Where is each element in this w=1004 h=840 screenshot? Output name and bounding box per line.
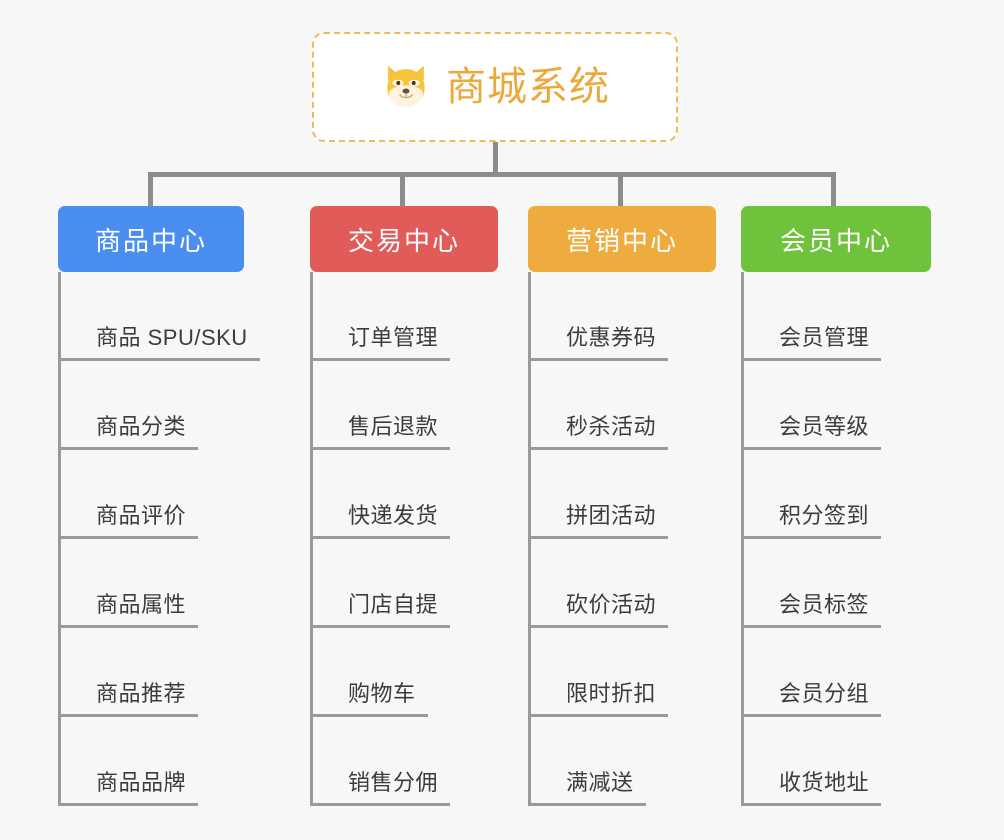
list-item[interactable]: 商品 SPU/SKU [58,272,280,361]
list-item[interactable]: 商品分类 [58,361,280,450]
list-item[interactable]: 快递发货 [310,450,532,539]
leaf-label: 积分签到 [741,498,882,539]
list-item[interactable]: 商品属性 [58,539,280,628]
leaf-label: 售后退款 [310,409,451,450]
leaf-label: 商品评价 [58,498,199,539]
branch-label-0: 商品中心 [94,225,207,256]
leaf-label: 满减送 [528,765,646,806]
branch-header-3[interactable]: 会员中心 [741,206,931,272]
list-item[interactable]: 门店自提 [310,539,532,628]
branch-column-0: 商品中心 商品 SPU/SKU 商品分类 商品评价 商品属性 商品推荐 商品品牌 [58,206,280,806]
leaf-label: 会员分组 [741,676,882,717]
leaf-label: 秒杀活动 [528,409,669,450]
leaf-label: 商品 SPU/SKU [58,320,260,361]
leaf-label: 收货地址 [741,765,882,806]
branch-column-1: 交易中心 订单管理 售后退款 快递发货 门店自提 购物车 销售分佣 [310,206,532,806]
list-item[interactable]: 满减送 [528,717,750,806]
list-item[interactable]: 收货地址 [741,717,963,806]
list-item[interactable]: 秒杀活动 [528,361,750,450]
leaf-label: 门店自提 [310,587,451,628]
list-item[interactable]: 拼团活动 [528,450,750,539]
leaf-list-3: 会员管理 会员等级 积分签到 会员标签 会员分组 收货地址 [741,272,963,806]
list-item[interactable]: 积分签到 [741,450,963,539]
leaf-label: 会员标签 [741,587,882,628]
connector-drop-0 [148,172,153,208]
list-item[interactable]: 砍价活动 [528,539,750,628]
list-item[interactable]: 销售分佣 [310,717,532,806]
leaf-list-2: 优惠券码 秒杀活动 拼团活动 砍价活动 限时折扣 满减送 [528,272,750,806]
leaf-label: 商品推荐 [58,676,199,717]
leaf-label: 商品属性 [58,587,199,628]
shiba-dog-face-icon [387,65,425,107]
branch-label-1: 交易中心 [347,225,460,256]
list-item[interactable]: 会员标签 [741,539,963,628]
list-item[interactable]: 限时折扣 [528,628,750,717]
list-item[interactable]: 会员等级 [741,361,963,450]
list-item[interactable]: 会员分组 [741,628,963,717]
branch-column-2: 营销中心 优惠券码 秒杀活动 拼团活动 砍价活动 限时折扣 满减送 [528,206,750,806]
branch-label-2: 营销中心 [565,225,678,256]
leaf-list-0: 商品 SPU/SKU 商品分类 商品评价 商品属性 商品推荐 商品品牌 [58,272,280,806]
leaf-label: 快递发货 [310,498,451,539]
leaf-label: 拼团活动 [528,498,669,539]
leaf-label: 会员等级 [741,409,882,450]
branch-header-1[interactable]: 交易中心 [310,206,498,272]
leaf-list-1: 订单管理 售后退款 快递发货 门店自提 购物车 销售分佣 [310,272,532,806]
root-node[interactable]: 商城系统 [312,32,678,142]
branch-column-3: 会员中心 会员管理 会员等级 积分签到 会员标签 会员分组 收货地址 [741,206,963,806]
list-item[interactable]: 商品品牌 [58,717,280,806]
branch-header-0[interactable]: 商品中心 [58,206,244,272]
leaf-label: 砍价活动 [528,587,669,628]
connector-root-stem [493,142,498,174]
connector-drop-3 [831,172,836,208]
list-item[interactable]: 会员管理 [741,272,963,361]
list-item[interactable]: 售后退款 [310,361,532,450]
leaf-label: 优惠券码 [528,320,669,361]
branch-header-2[interactable]: 营销中心 [528,206,716,272]
list-item[interactable]: 购物车 [310,628,532,717]
list-item[interactable]: 商品评价 [58,450,280,539]
leaf-label: 购物车 [310,676,428,717]
connector-drop-1 [400,172,405,208]
leaf-label: 销售分佣 [310,765,451,806]
list-item[interactable]: 商品推荐 [58,628,280,717]
root-title: 商城系统 [446,65,610,109]
connector-drop-2 [618,172,623,208]
leaf-label: 商品分类 [58,409,199,450]
branch-label-3: 会员中心 [779,225,892,256]
leaf-label: 限时折扣 [528,676,669,717]
list-item[interactable]: 优惠券码 [528,272,750,361]
leaf-label: 商品品牌 [58,765,199,806]
list-item[interactable]: 订单管理 [310,272,532,361]
leaf-label: 会员管理 [741,320,882,361]
leaf-label: 订单管理 [310,320,451,361]
connector-horizontal-bus [148,172,836,177]
